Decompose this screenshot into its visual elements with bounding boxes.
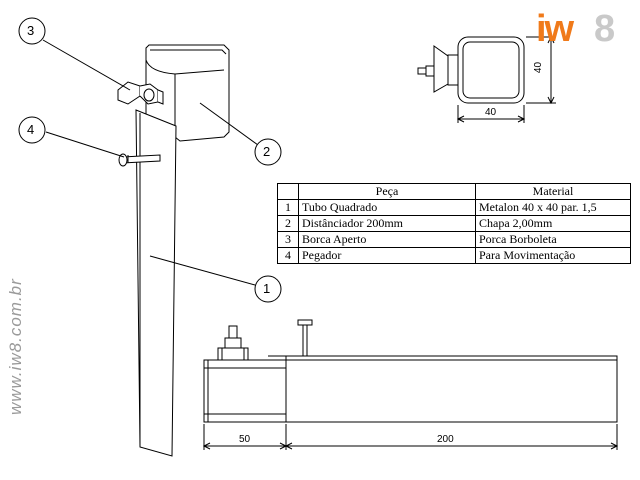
wing-nut — [117, 81, 164, 105]
callout-3: 3 — [27, 23, 35, 38]
callout-circle-1 — [254, 275, 282, 303]
handle-pin — [118, 153, 161, 167]
row-material: Chapa 2,00mm — [475, 215, 631, 232]
row-material: Porca Borboleta — [475, 231, 631, 248]
row-num: 1 — [277, 199, 299, 216]
table-row: 2 Distânciador 200mm Chapa 2,00mm — [277, 215, 631, 232]
table-row: 3 Borca Aperto Porca Borboleta — [277, 231, 631, 248]
iw8-logo: iw 8 — [534, 8, 634, 60]
logo-letters: iw — [536, 8, 574, 50]
header-num — [277, 183, 299, 200]
row-peca: Pegador — [298, 247, 476, 264]
parts-table: Peça Material 1 Tubo Quadrado Metalon 40… — [277, 183, 631, 264]
logo-digit: 8 — [594, 8, 616, 50]
website-watermark: www.iw8.com.br — [6, 278, 25, 415]
header-material: Material — [475, 183, 631, 200]
row-material: Para Movimentação — [475, 247, 631, 264]
row-num: 4 — [277, 247, 299, 264]
top-view — [417, 35, 556, 123]
flat-plate — [135, 109, 177, 457]
callout-2: 2 — [263, 144, 271, 159]
side-view-dim-left: 50 — [239, 434, 251, 445]
row-material: Metalon 40 x 40 par. 1,5 — [475, 199, 631, 216]
row-num: 2 — [277, 215, 299, 232]
callout-circle-3 — [18, 17, 46, 45]
side-view-dim-right: 200 — [437, 434, 454, 445]
row-num: 3 — [277, 231, 299, 248]
callout-circle-2 — [254, 138, 282, 166]
top-view-width-dim: 40 — [485, 107, 497, 118]
row-peca: Borca Aperto — [298, 231, 476, 248]
callout-1: 1 — [263, 281, 271, 296]
callout-4: 4 — [27, 122, 35, 137]
table-header-row: Peça Material — [277, 183, 631, 200]
table-row: 4 Pegador Para Movimentação — [277, 247, 631, 264]
top-view-height-dim: 40 — [533, 61, 545, 74]
header-peca: Peça — [298, 183, 476, 200]
callout-circle-4 — [18, 116, 46, 144]
side-view — [202, 319, 619, 450]
row-peca: Tubo Quadrado — [298, 199, 476, 216]
table-row: 1 Tubo Quadrado Metalon 40 x 40 par. 1,5 — [277, 199, 631, 216]
row-peca: Distânciador 200mm — [298, 215, 476, 232]
